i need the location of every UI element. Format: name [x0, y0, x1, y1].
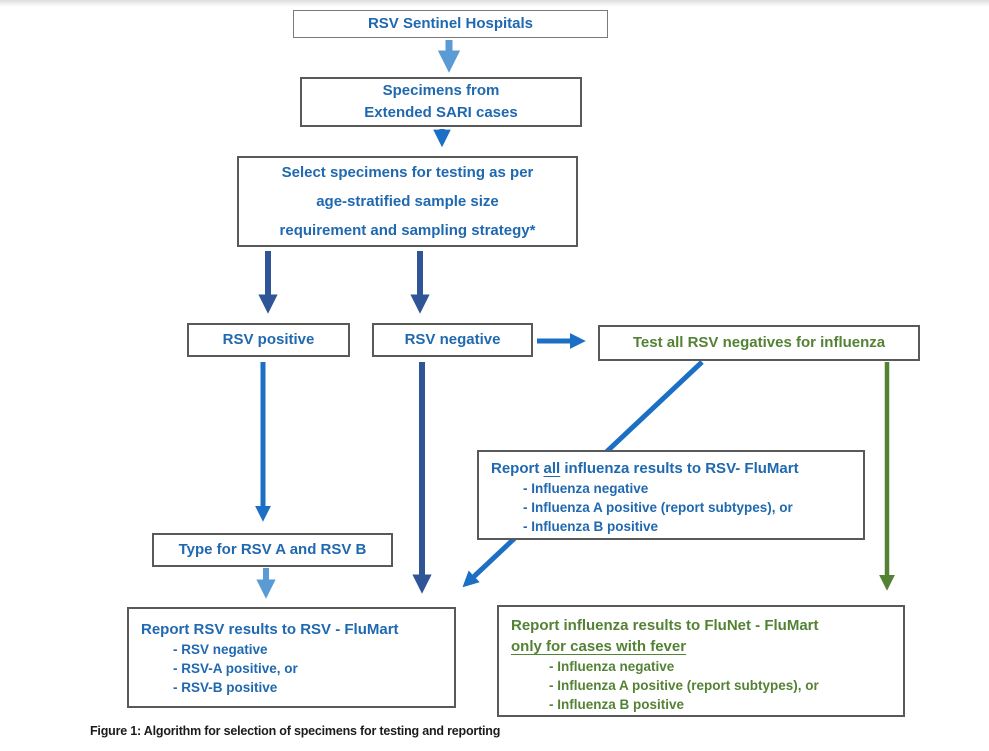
bullet-item: - Influenza negative [523, 481, 649, 496]
title-underlined-word: all [543, 460, 561, 477]
node-label-line1: Specimens from [382, 82, 500, 99]
node-label-line1: Select specimens for testing as per [281, 164, 534, 181]
figure-caption: Figure 1: Algorithm for selection of spe… [90, 724, 501, 738]
node-title: Report RSV results to RSV - FluMart [141, 621, 399, 638]
node-label-line3: requirement and sampling strategy* [279, 222, 536, 239]
node-test-all-rsv-negatives: Test all RSV negatives for influenza [598, 325, 920, 361]
bullet-list: - Influenza negative - Influenza A posit… [523, 479, 855, 536]
node-specimens-extended-sari: Specimens from Extended SARI cases [300, 77, 582, 127]
node-rsv-positive: RSV positive [187, 323, 350, 357]
node-rsv-negative: RSV negative [372, 323, 533, 357]
title-prefix: Report [491, 460, 540, 477]
bullet-item: - RSV-A positive, or [173, 661, 298, 676]
node-title-line1: Report influenza results to FluNet - Flu… [511, 617, 819, 634]
bullet-list: - RSV negative - RSV-A positive, or - RS… [173, 640, 446, 697]
node-report-rsv-flumart: Report RSV results to RSV - FluMart - RS… [127, 607, 456, 708]
bullet-item: - Influenza negative [549, 659, 675, 674]
node-label-line2: age-stratified sample size [316, 193, 499, 210]
bullet-item: - Influenza B positive [549, 697, 685, 712]
title-suffix: influenza results to RSV- FluMart [564, 460, 799, 477]
bullet-item: - RSV negative [173, 642, 268, 657]
node-report-influenza-flunet: Report influenza results to FluNet - Flu… [497, 605, 905, 717]
page-top-shading [0, 0, 989, 7]
bullet-list: - Influenza negative - Influenza A posit… [549, 657, 895, 714]
bullet-item: - Influenza A positive (report subtypes)… [523, 500, 793, 515]
node-rsv-sentinel-hospitals: RSV Sentinel Hospitals [293, 10, 608, 38]
node-title-line2: only for cases with fever [511, 638, 687, 655]
bullet-item: - Influenza A positive (report subtypes)… [549, 678, 819, 693]
node-select-specimens: Select specimens for testing as per age-… [237, 156, 578, 247]
node-title: Report all influenza results to RSV- Flu… [491, 458, 855, 479]
node-label: RSV negative [404, 331, 501, 348]
node-label: Type for RSV A and RSV B [178, 541, 367, 558]
node-label: RSV Sentinel Hospitals [367, 15, 534, 32]
bullet-item: - RSV-B positive [173, 680, 278, 695]
node-type-rsv-a-b: Type for RSV A and RSV B [152, 533, 393, 567]
bullet-item: - Influenza B positive [523, 519, 659, 534]
node-label: RSV positive [222, 331, 315, 348]
node-label: Test all RSV negatives for influenza [632, 334, 886, 351]
node-label-line2: Extended SARI cases [364, 104, 518, 121]
node-report-influenza-rsv-flumart: Report all influenza results to RSV- Flu… [477, 450, 865, 540]
